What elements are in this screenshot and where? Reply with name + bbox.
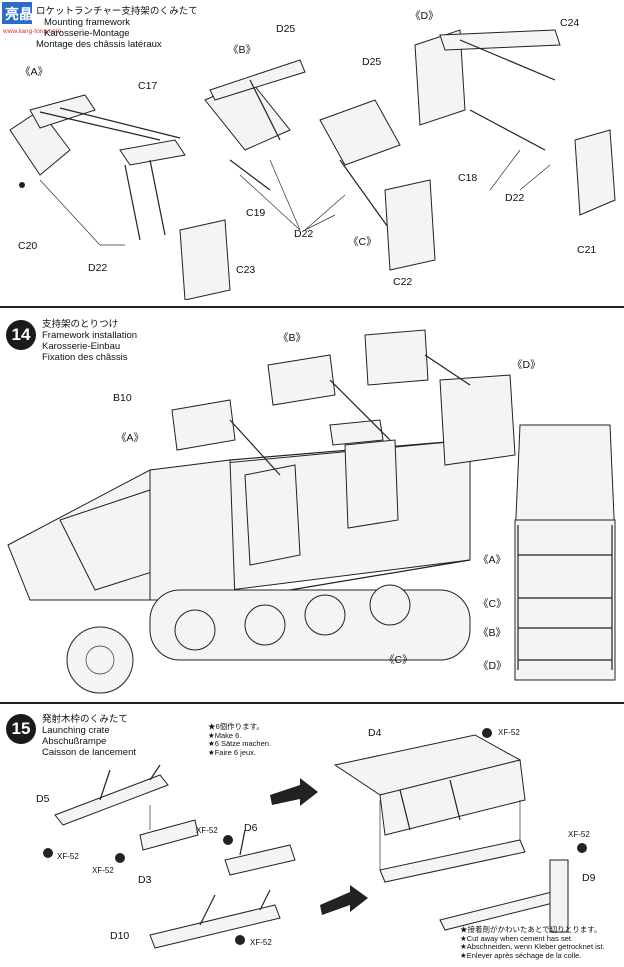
make-note-en: ★Make 6. — [208, 730, 242, 740]
step15-title-jp: 発射木枠のくみたて — [42, 714, 128, 725]
step13-drawing — [9, 29, 616, 300]
label-frame-c-14: 《C》 — [384, 654, 413, 666]
label-frame-b: 《B》 — [228, 44, 257, 56]
label-xf52-3: XF-52 — [196, 826, 218, 835]
step15-title-fr: Caisson de lancement — [42, 747, 136, 758]
label-c20: C20 — [18, 240, 38, 252]
label-d25-b: D25 — [362, 56, 382, 68]
label-d4: D4 — [368, 727, 382, 739]
watermark-logo: 亮晶 www.liang-tong.com — [2, 2, 74, 36]
logo-url: www.liang-tong.com — [2, 28, 61, 35]
step15-title-en: Launching crate — [42, 725, 110, 736]
make-note-de: ★6 Sätze machen. — [208, 739, 272, 749]
frame-a-drawing — [9, 94, 231, 300]
cut-note-fr: ★Enlever après séchage de la colle. — [460, 950, 582, 960]
step14-title: 支持架のとりつけ Framework installation Karosser… — [42, 319, 137, 363]
divider-13-14 — [0, 306, 624, 308]
label-c21: C21 — [577, 244, 597, 256]
cut-note-en: ★Cut away when cement has set. — [460, 933, 574, 943]
label-xf52-4: XF-52 — [250, 938, 272, 947]
label-d22-b: D22 — [294, 228, 314, 240]
label-c19: C19 — [246, 207, 266, 219]
label-d5: D5 — [36, 793, 50, 805]
label-c18: C18 — [458, 172, 478, 184]
label-frame-a: 《A》 — [20, 66, 49, 78]
arrows-drawing — [270, 778, 368, 915]
make-note-jp: ★6個作ります。 — [208, 722, 264, 731]
frame-b-drawing — [204, 59, 306, 231]
step15-title: 発射木枠のくみたて Launching crate Abschußrampe C… — [42, 714, 136, 758]
label-c23: C23 — [236, 264, 256, 276]
label-d10: D10 — [110, 930, 130, 942]
label-xf52-1: XF-52 — [57, 852, 79, 861]
label-frame-d-14: 《D》 — [512, 359, 541, 371]
label-xf52-6: XF-52 — [568, 830, 590, 839]
label-d3: D3 — [138, 874, 152, 886]
label-d9: D9 — [582, 872, 596, 884]
top-view-drawing — [514, 424, 616, 681]
label-d6: D6 — [244, 822, 258, 834]
label-frame-a-14: 《A》 — [116, 432, 145, 444]
logo-brand: 亮晶 — [5, 6, 33, 23]
frame-d-drawing — [414, 29, 616, 216]
topview-label-d: 《D》 — [478, 660, 507, 672]
step13-title-de: Karosserie-Montage — [44, 28, 130, 39]
label-c22: C22 — [393, 276, 413, 288]
label-d22-a: D22 — [88, 262, 108, 274]
crate-assembled-drawing — [333, 728, 587, 933]
make-six-note: ★6個作ります。 ★Make 6. ★6 Sätze machen. ★Fair… — [208, 722, 272, 757]
step13-title-jp: ロケットランチャー支持架のくみたて — [36, 6, 198, 17]
make-note-fr: ★Faire 6 jeux. — [208, 747, 256, 757]
label-b10: B10 — [113, 392, 132, 404]
label-d22-d: D22 — [505, 192, 525, 204]
label-xf52-2: XF-52 — [92, 866, 114, 875]
frame-c-drawing — [304, 99, 436, 271]
divider-14-15 — [0, 702, 624, 704]
step15-title-de: Abschußrampe — [42, 736, 107, 747]
topview-label-a: 《A》 — [478, 554, 507, 566]
label-c24: C24 — [560, 17, 580, 29]
cut-note-de: ★Abschneiden, wenn Kleber getrocknet ist… — [460, 942, 605, 952]
topview-label-b: 《B》 — [478, 627, 507, 639]
cut-away-note: ★接着剤がかわいたあとで切りとります。 ★Cut away when cemen… — [460, 925, 605, 960]
label-frame-c: 《C》 — [348, 236, 377, 248]
step13-title-fr: Montage des châssis latéraux — [36, 39, 162, 50]
crate-parts-drawing — [43, 764, 296, 949]
label-c17: C17 — [138, 80, 158, 92]
label-d25-a: D25 — [276, 23, 296, 35]
step15-number: 15 — [6, 714, 36, 744]
cut-note-jp: ★接着剤がかわいたあとで切りとります。 — [460, 925, 602, 934]
topview-label-c: 《C》 — [478, 598, 507, 610]
logo-badge — [2, 2, 32, 24]
step14-title-fr: Fixation des châssis — [42, 352, 128, 363]
step14-title-jp: 支持架のとりつけ — [42, 319, 119, 330]
step14-title-en: Framework installation — [42, 330, 138, 341]
step14-title-de: Karosserie-Einbau — [42, 341, 121, 352]
label-frame-b-14: 《B》 — [278, 332, 307, 344]
step14-number: 14 — [6, 320, 36, 350]
label-xf52-5: XF-52 — [498, 728, 520, 737]
step13-title-en: Mounting framework — [44, 17, 131, 28]
installed-frames-drawing — [171, 329, 516, 566]
step13-title: ロケットランチャー支持架のくみたて Mounting framework Kar… — [36, 6, 198, 50]
label-frame-d: 《D》 — [410, 10, 439, 22]
